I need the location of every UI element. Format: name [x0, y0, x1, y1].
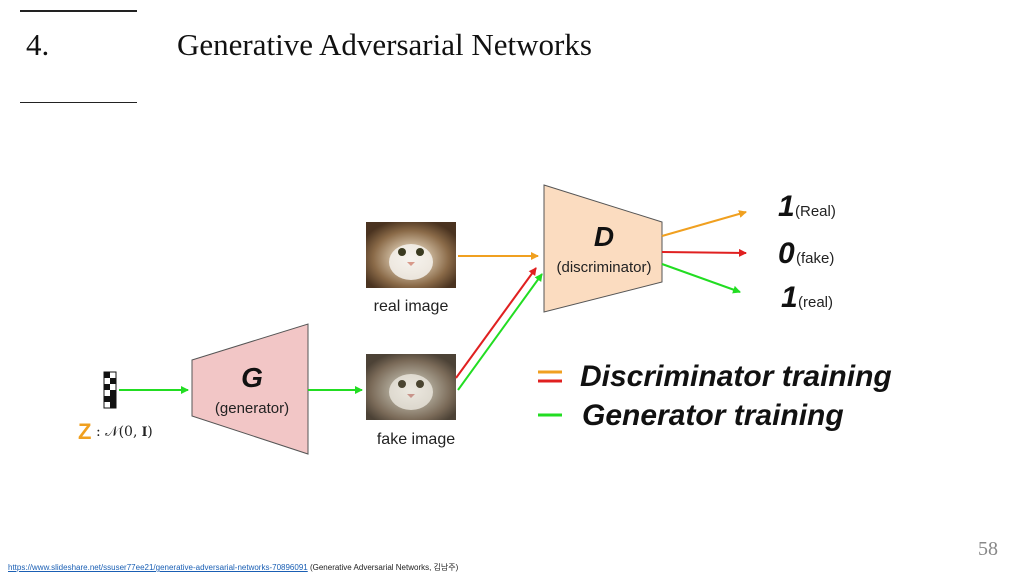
legend-generator-training: Generator training [582, 399, 844, 432]
output-digit-2: 0 [778, 237, 795, 270]
source-link[interactable]: https://www.slideshare.net/ssuser77ee21/… [8, 563, 308, 572]
slide-title: Generative Adversarial Networks [177, 27, 592, 62]
z-distribution: : 𝒩(0, 𝐈) [96, 424, 153, 440]
title-rule-bottom [20, 102, 137, 103]
real-image [366, 222, 456, 288]
generator-block [191, 323, 309, 455]
output-digit-1: 1 [778, 190, 795, 223]
fake-image-label: fake image [377, 431, 455, 448]
page-number: 58 [978, 538, 998, 560]
section-number: 4. [26, 27, 50, 62]
source-note: (Generative Adversarial Networks, 김남주) [307, 563, 459, 572]
generator-label: (generator) [215, 400, 289, 417]
output-label-3: (real) [798, 294, 833, 311]
discriminator-block [543, 184, 663, 313]
noise-vector-icon [103, 371, 117, 409]
title-rule-top [20, 10, 137, 12]
arrow-output-real-generator [661, 263, 741, 294]
generator-letter: G [241, 362, 263, 393]
output-label-2: (fake) [796, 250, 834, 267]
fake-image [366, 354, 456, 420]
arrow-output-fake [661, 248, 747, 257]
output-digit-3: 1 [781, 281, 798, 314]
z-symbol: Z [78, 419, 91, 444]
arrow-fake-to-discriminator-green [457, 273, 543, 391]
arrow-fake-to-discriminator-red [455, 267, 537, 379]
output-label-1: (Real) [795, 203, 836, 220]
discriminator-letter: D [594, 221, 614, 252]
legend-discriminator-training: Discriminator training [580, 360, 892, 393]
source-citation: https://www.slideshare.net/ssuser77ee21/… [8, 562, 458, 573]
real-image-label: real image [374, 298, 449, 315]
discriminator-label: (discriminator) [556, 259, 651, 276]
arrow-output-real [661, 210, 747, 237]
